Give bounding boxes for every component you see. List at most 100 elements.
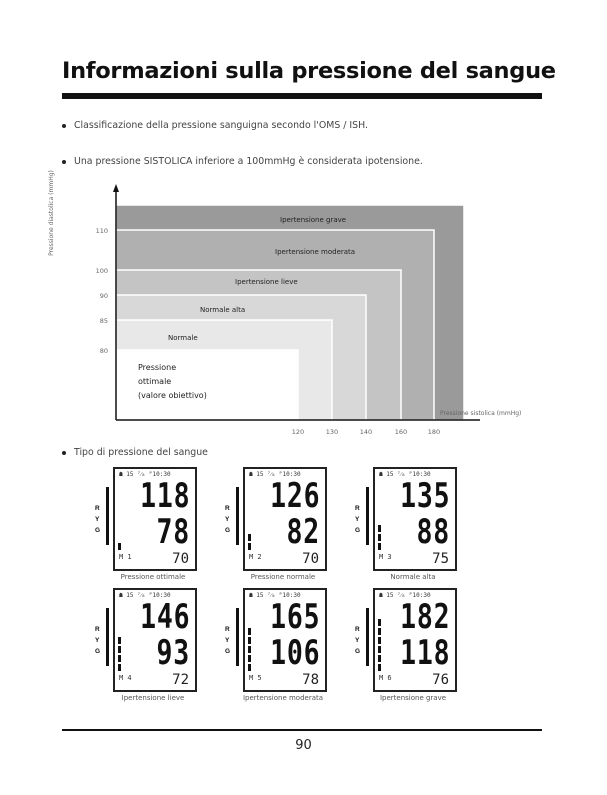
display-status-row: ☗ 15 ⁷⁄₈ ᴾ10:30 <box>119 471 171 478</box>
bullet-hypotension-text: Una pressione SISTOLICA inferiore a 100m… <box>74 156 423 167</box>
systolic-reading: 118 <box>139 476 190 516</box>
level-segment <box>378 619 381 626</box>
ryg-label: R <box>95 626 100 633</box>
memory-index: M 6 <box>379 674 392 682</box>
level-segment <box>378 637 381 644</box>
ryg-scale-bar <box>236 487 239 545</box>
zone-label-4: Normale <box>168 334 198 342</box>
level-segment <box>378 646 381 653</box>
level-segment <box>378 525 381 532</box>
pulse-reading: 78 <box>302 672 319 688</box>
ryg-label: R <box>355 626 360 633</box>
memory-index: M 2 <box>249 553 262 561</box>
ryg-label: R <box>355 505 360 512</box>
monitor-caption: Ipertensione moderata <box>242 694 324 702</box>
ryg-scale-bar <box>106 608 109 666</box>
bullet-dot <box>62 159 66 164</box>
level-segment <box>248 628 251 635</box>
memory-index: M 3 <box>379 553 392 561</box>
ryg-label: Y <box>225 637 230 644</box>
level-segment <box>248 543 251 550</box>
y-tick-3: 100 <box>96 267 108 275</box>
zone-label-5-line: (valore obiettivo) <box>138 391 207 400</box>
level-segment <box>248 646 251 653</box>
x-tick-0: 120 <box>292 428 304 436</box>
ryg-label: Y <box>225 516 230 523</box>
ryg-scale-bar <box>366 487 369 545</box>
ryg-label: Y <box>355 637 360 644</box>
diastolic-reading: 106 <box>269 633 320 673</box>
level-segment <box>378 655 381 662</box>
systolic-reading: 135 <box>399 476 450 516</box>
ryg-scale-bar <box>236 608 239 666</box>
display-status-row: ☗ 15 ⁷⁄₈ ᴾ10:30 <box>379 471 431 478</box>
level-segment <box>248 655 251 662</box>
monitor-caption: Pressione normale <box>250 573 316 581</box>
page-number: 90 <box>295 738 312 753</box>
monitor-caption: Normale alta <box>390 573 436 581</box>
zone-label-0: Ipertensione grave <box>280 216 346 224</box>
ryg-label: G <box>95 648 101 655</box>
zone-label-2: Ipertensione lieve <box>235 278 298 286</box>
zone-label-1: Ipertensione moderata <box>275 248 355 256</box>
zone-label-5-line: ottimale <box>138 377 171 386</box>
zone-label-3: Normale alta <box>200 306 245 314</box>
ryg-label: Y <box>95 516 100 523</box>
diastolic-reading: 82 <box>286 512 320 552</box>
monitor-caption: Pressione ottimale <box>120 573 186 581</box>
zone-5 <box>115 349 299 421</box>
diastolic-reading: 88 <box>416 512 450 552</box>
display-status-row: ☗ 15 ⁷⁄₈ ᴾ10:30 <box>249 592 301 599</box>
level-segment <box>248 637 251 644</box>
level-segment <box>118 664 121 671</box>
memory-index: M 1 <box>119 553 132 561</box>
ryg-label: R <box>225 505 230 512</box>
memory-index: M 5 <box>249 674 262 682</box>
level-segment <box>248 664 251 671</box>
ryg-label: Y <box>355 516 360 523</box>
diastolic-reading: 118 <box>399 633 450 673</box>
pulse-reading: 75 <box>432 551 449 567</box>
bullet-types-text: Tipo di pressione del sangue <box>74 447 208 458</box>
level-segment <box>378 543 381 550</box>
diastolic-reading: 78 <box>156 512 190 552</box>
ryg-label: G <box>355 527 361 534</box>
systolic-reading: 126 <box>269 476 320 516</box>
systolic-reading: 165 <box>269 597 320 637</box>
ryg-label: G <box>355 648 361 655</box>
level-segment <box>118 543 121 550</box>
x-tick-2: 140 <box>360 428 372 436</box>
display-status-row: ☗ 15 ⁷⁄₈ ᴾ10:30 <box>119 592 171 599</box>
ryg-label: R <box>95 505 100 512</box>
y-tick-4: 110 <box>96 227 108 235</box>
systolic-reading: 182 <box>399 597 450 637</box>
pulse-reading: 70 <box>172 551 189 567</box>
level-segment <box>378 628 381 635</box>
monitor-caption: Ipertensione lieve <box>121 694 185 702</box>
level-segment <box>118 655 121 662</box>
display-status-row: ☗ 15 ⁷⁄₈ ᴾ10:30 <box>379 592 431 599</box>
y-axis-arrow <box>113 184 119 192</box>
bullet-hypotension: Una pressione SISTOLICA inferiore a 100m… <box>62 156 423 167</box>
bottom-rule <box>62 729 542 731</box>
level-segment <box>118 637 121 644</box>
monitor-caption: Ipertensione grave <box>379 694 447 702</box>
ryg-label: Y <box>95 637 100 644</box>
ryg-label: G <box>225 648 231 655</box>
level-segment <box>248 534 251 541</box>
ryg-label: G <box>95 527 101 534</box>
chart-x-axis-label: Pressione sistolica (mmHg) <box>440 410 522 417</box>
level-segment <box>378 664 381 671</box>
level-segment <box>118 646 121 653</box>
